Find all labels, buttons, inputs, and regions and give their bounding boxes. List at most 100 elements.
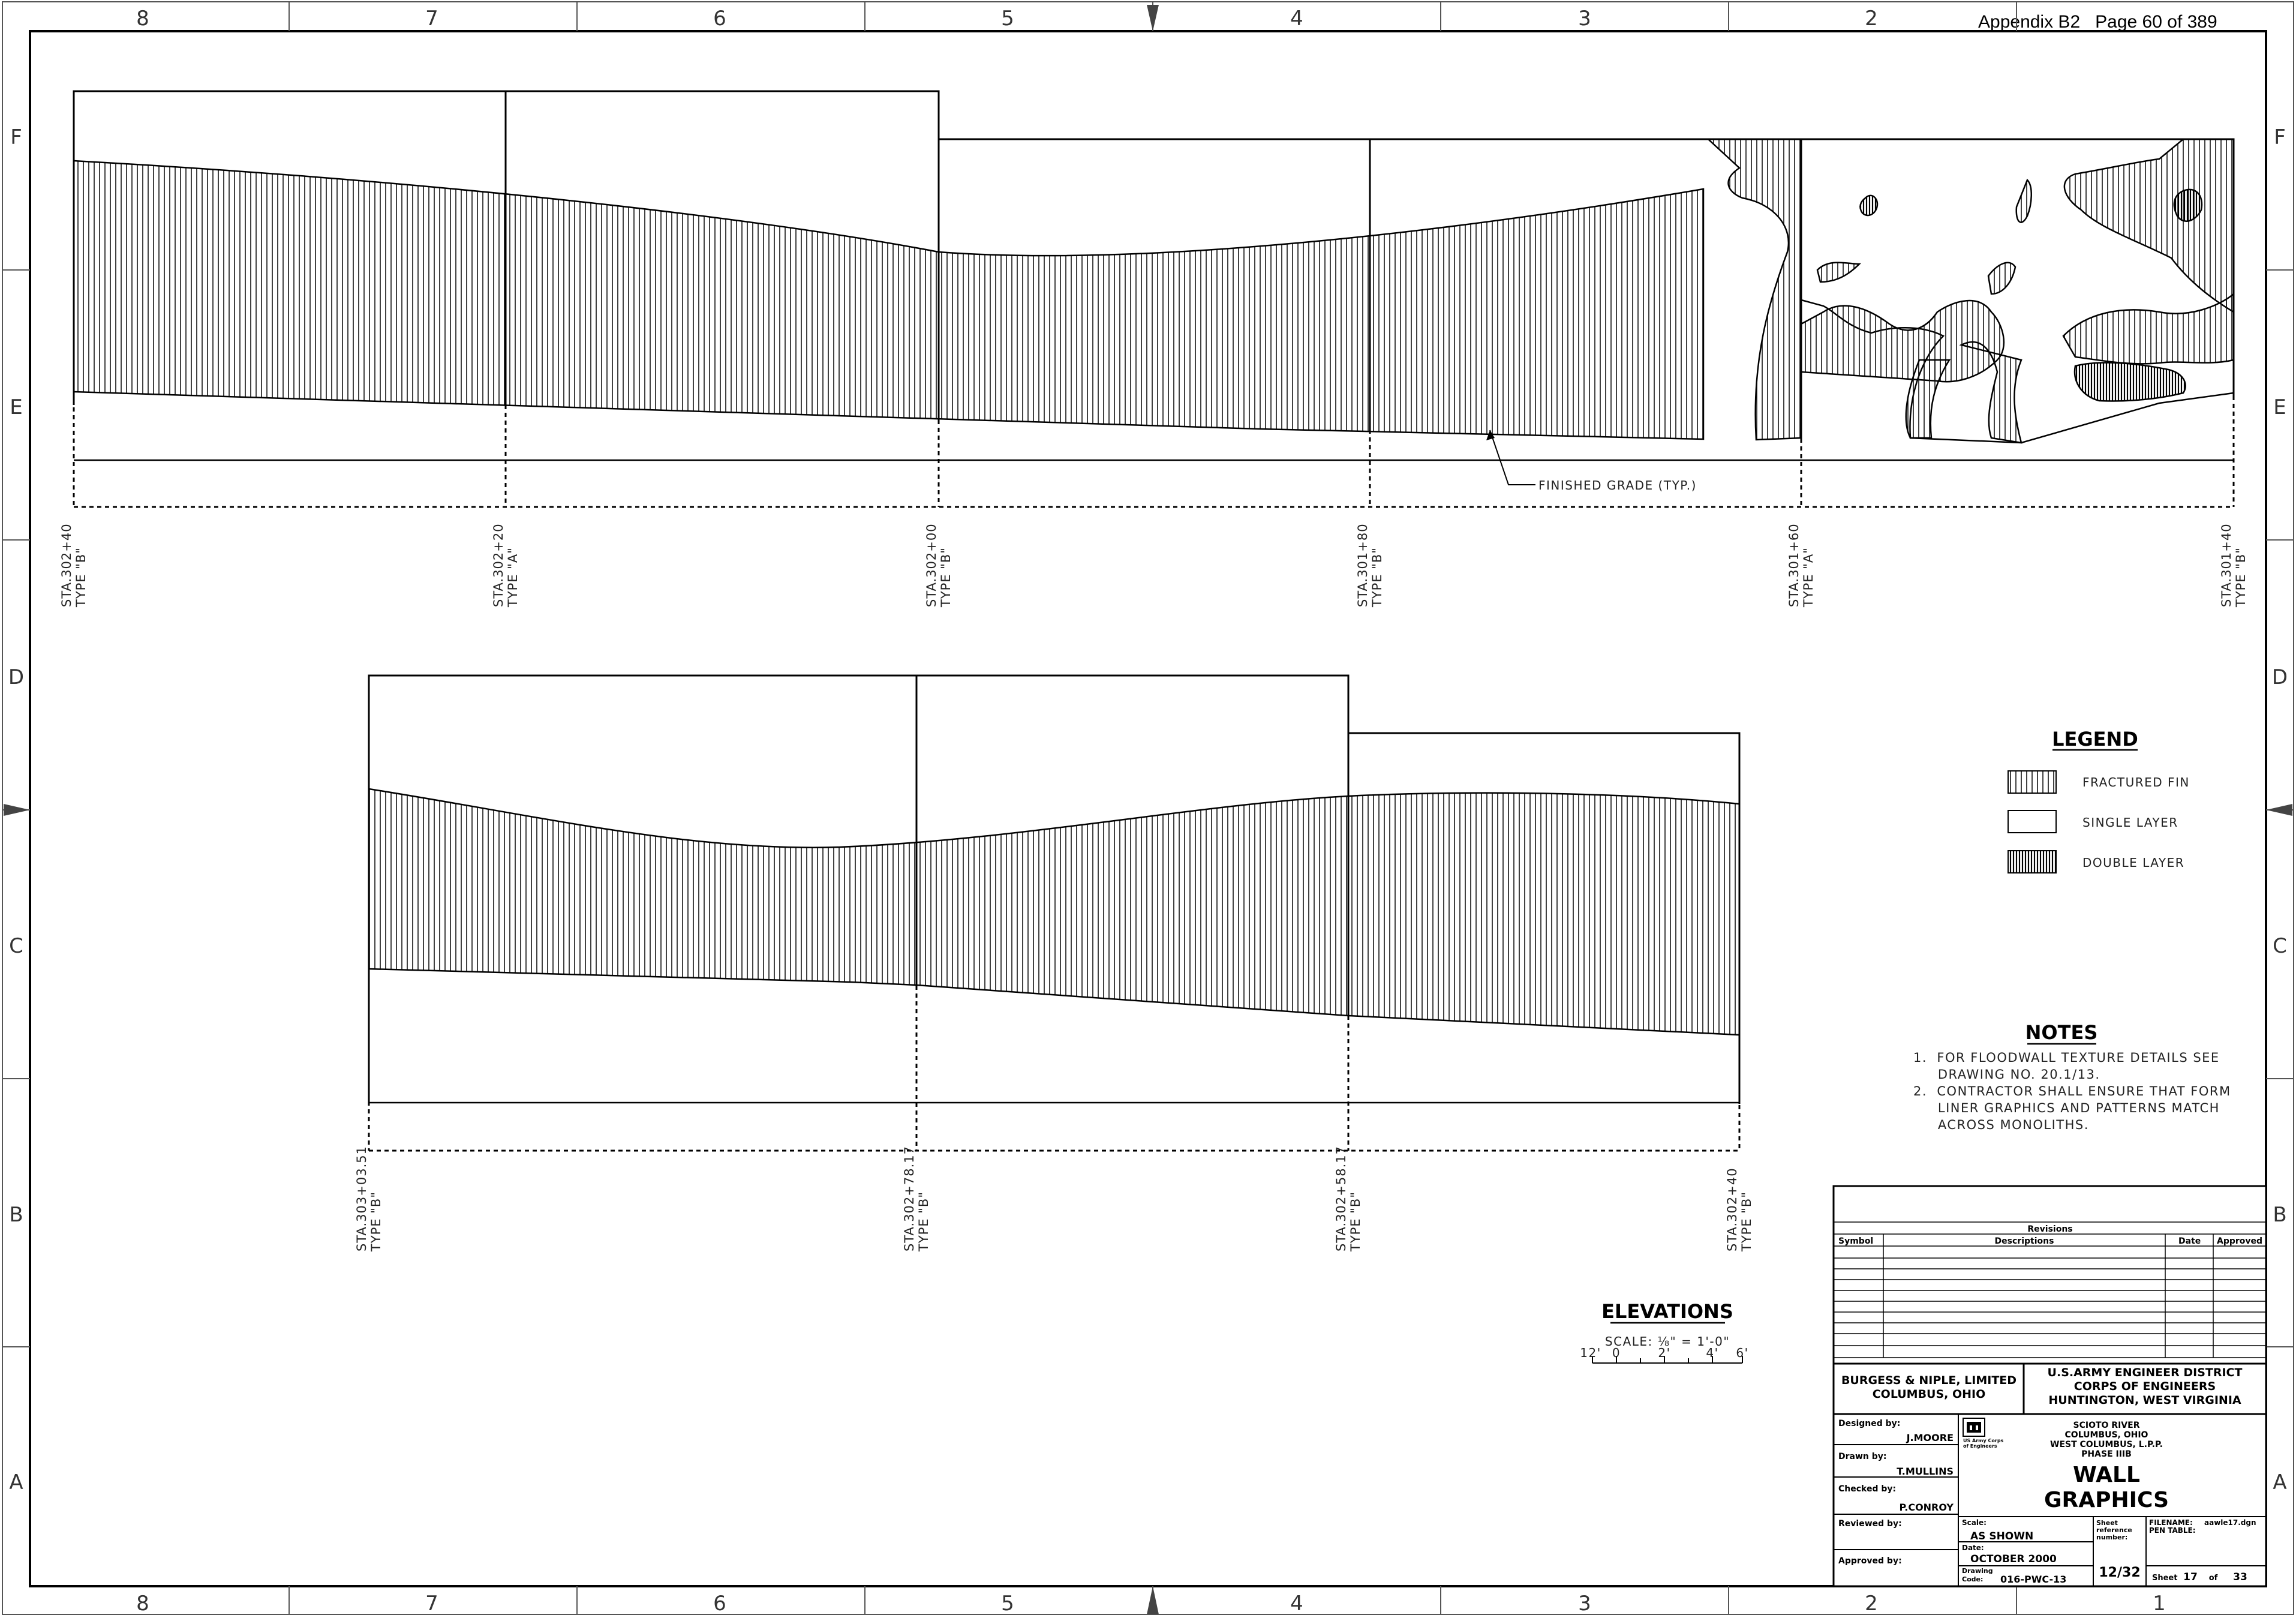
notes-title: NOTES <box>2025 1021 2098 1044</box>
date-label: Date: <box>1962 1544 1984 1552</box>
upper-station-labels: STA.302+40 TYPE "B" STA.302+20 TYPE "A" ST… <box>59 523 2248 608</box>
filename: aawle17.dgn <box>2204 1518 2256 1527</box>
station-type: TYPE "A" <box>1801 547 1816 608</box>
station-type: TYPE "B" <box>1370 547 1384 608</box>
note-line: ACROSS MONOLITHS. <box>1913 1118 2089 1132</box>
sheet-ref-label: Sheet <box>2096 1519 2118 1527</box>
station-label: STA.302+40 <box>1725 1167 1739 1251</box>
designed-by-label: Designed by: <box>1838 1419 1900 1428</box>
agency-line: CORPS OF ENGINEERS <box>2074 1380 2216 1393</box>
scale-tick: 6' <box>1736 1346 1748 1360</box>
station-type: TYPE "B" <box>916 1191 931 1252</box>
designed-by: J.MOORE <box>1906 1432 1954 1443</box>
elevations-title: ELEVATIONS SCALE: ⅛" = 1'-0" 12' 0 2' 4'… <box>1580 1300 1748 1364</box>
date-value: OCTOBER 2000 <box>1970 1553 2057 1565</box>
station-type: TYPE "B" <box>2234 547 2248 608</box>
row-label: B <box>9 1203 23 1227</box>
row-label: B <box>2273 1203 2286 1227</box>
scale-tick: 12' <box>1580 1346 1601 1360</box>
project-line: SCIOTO RIVER <box>2073 1421 2140 1430</box>
col-label: 8 <box>136 7 149 31</box>
sheet-of-label: of <box>2209 1574 2218 1583</box>
project-line: COLUMBUS, OHIO <box>2065 1430 2148 1440</box>
col-label: 3 <box>1578 7 1591 31</box>
agency-line: U.S.ARMY ENGINEER DISTRICT <box>2048 1366 2243 1379</box>
center-mark-right <box>2266 804 2292 816</box>
row-label: F <box>10 125 22 149</box>
approved-by-label: Approved by: <box>1838 1556 1902 1566</box>
note-line: 2. CONTRACTOR SHALL ENSURE THAT FORM <box>1913 1084 2231 1098</box>
rev-col-date: Date <box>2178 1236 2201 1246</box>
note-line: LINER GRAPHICS AND PATTERNS MATCH <box>1913 1101 2220 1115</box>
col-label: 3 <box>1578 1592 1591 1616</box>
sheet-ref-label: number: <box>2096 1533 2127 1541</box>
station-label: STA.301+60 <box>1787 523 1801 607</box>
upper-elevation: FINISHED GRADE (TYP.) STA.302+40 TYPE "B"… <box>59 90 2248 608</box>
col-label: 2 <box>1865 7 1878 31</box>
revisions-title: Revisions <box>2027 1224 2072 1234</box>
agency-line: HUNTINGTON, WEST VIRGINIA <box>2048 1394 2241 1407</box>
station-label: STA.302+20 <box>491 523 506 607</box>
sheet-number: 17 <box>2183 1571 2198 1583</box>
drawing-title: GRAPHICS <box>2044 1488 2169 1512</box>
station-label: STA.302+78.17 <box>902 1146 916 1251</box>
legend-swatch-single-layer <box>2008 810 2057 833</box>
center-mark-left <box>4 804 30 816</box>
note-line: 1. FOR FLOODWALL TEXTURE DETAILS SEE <box>1913 1050 2220 1065</box>
sheet-total: 33 <box>2233 1571 2247 1583</box>
center-mark-bottom <box>1147 1586 1159 1614</box>
row-label: D <box>2272 665 2288 689</box>
revisions-table <box>1834 1221 2266 1358</box>
scale-value: AS SHOWN <box>1970 1530 2033 1542</box>
col-label: 4 <box>1290 1592 1303 1616</box>
station-label: STA.302+40 <box>59 523 74 607</box>
center-mark-top <box>1147 5 1159 31</box>
legend-label: FRACTURED FIN <box>2082 775 2190 790</box>
appendix-label: Appendix B2 <box>1978 12 2081 32</box>
scale-tick: 4' <box>1706 1346 1718 1360</box>
row-label: E <box>2273 395 2286 419</box>
col-label: 6 <box>713 7 726 31</box>
firm-name: BURGESS & NIPLE, LIMITED <box>1841 1374 2016 1387</box>
station-type: TYPE "B" <box>369 1191 383 1252</box>
rev-col-approved: Approved <box>2217 1236 2262 1246</box>
row-label: C <box>9 934 23 958</box>
tree-graphic <box>1706 138 2235 444</box>
title-block: Revisions Symbol Descriptions Date Appro… <box>1832 1185 2267 1587</box>
scale-label: Scale: <box>1962 1518 1987 1527</box>
drawn-by: T.MULLINS <box>1897 1466 1954 1477</box>
col-label: 7 <box>425 1592 438 1616</box>
pen-table-label: PEN TABLE: <box>2149 1526 2196 1535</box>
row-label: A <box>2273 1470 2286 1494</box>
note-line: DRAWING NO. 20.1/13. <box>1913 1067 2100 1082</box>
scale-text: SCALE: ⅛" = 1'-0" <box>1605 1334 1730 1349</box>
sheet-ref-number: 12/32 <box>2099 1565 2140 1580</box>
rev-col-descriptions: Descriptions <box>1995 1236 2054 1246</box>
col-label: 1 <box>2153 1592 2166 1616</box>
sheet-ref-label: reference <box>2096 1526 2132 1534</box>
fractured-fin-band <box>368 788 1741 1036</box>
firm-city: COLUMBUS, OHIO <box>1873 1388 1986 1401</box>
station-type: TYPE "B" <box>1739 1191 1754 1252</box>
station-label: STA.302+58.17 <box>1334 1146 1348 1251</box>
row-label: C <box>2273 934 2287 958</box>
station-type: TYPE "B" <box>1348 1191 1363 1252</box>
sheet-label: Sheet <box>2152 1574 2177 1583</box>
finished-grade-label: FINISHED GRADE (TYP.) <box>1538 478 1697 493</box>
col-label: 8 <box>136 1592 149 1616</box>
logo-text: of Engineers <box>1963 1443 1997 1449</box>
station-label: STA.302+00 <box>924 523 939 607</box>
rev-col-symbol: Symbol <box>1838 1236 1873 1246</box>
station-type: TYPE "B" <box>939 547 953 608</box>
scale-tick: 2' <box>1658 1346 1670 1360</box>
col-label: 5 <box>1001 7 1014 31</box>
scale-tick: 0 <box>1612 1346 1621 1360</box>
legend: LEGEND FRACTURED FIN SINGLE LAYER DOUBLE… <box>2008 728 2190 873</box>
notes: NOTES 1. FOR FLOODWALL TEXTURE DETAILS S… <box>1913 1021 2231 1132</box>
col-label: 4 <box>1290 7 1303 31</box>
finished-grade-leader <box>1489 430 1535 485</box>
station-label: STA.301+40 <box>2219 523 2234 607</box>
row-label: D <box>8 665 24 689</box>
